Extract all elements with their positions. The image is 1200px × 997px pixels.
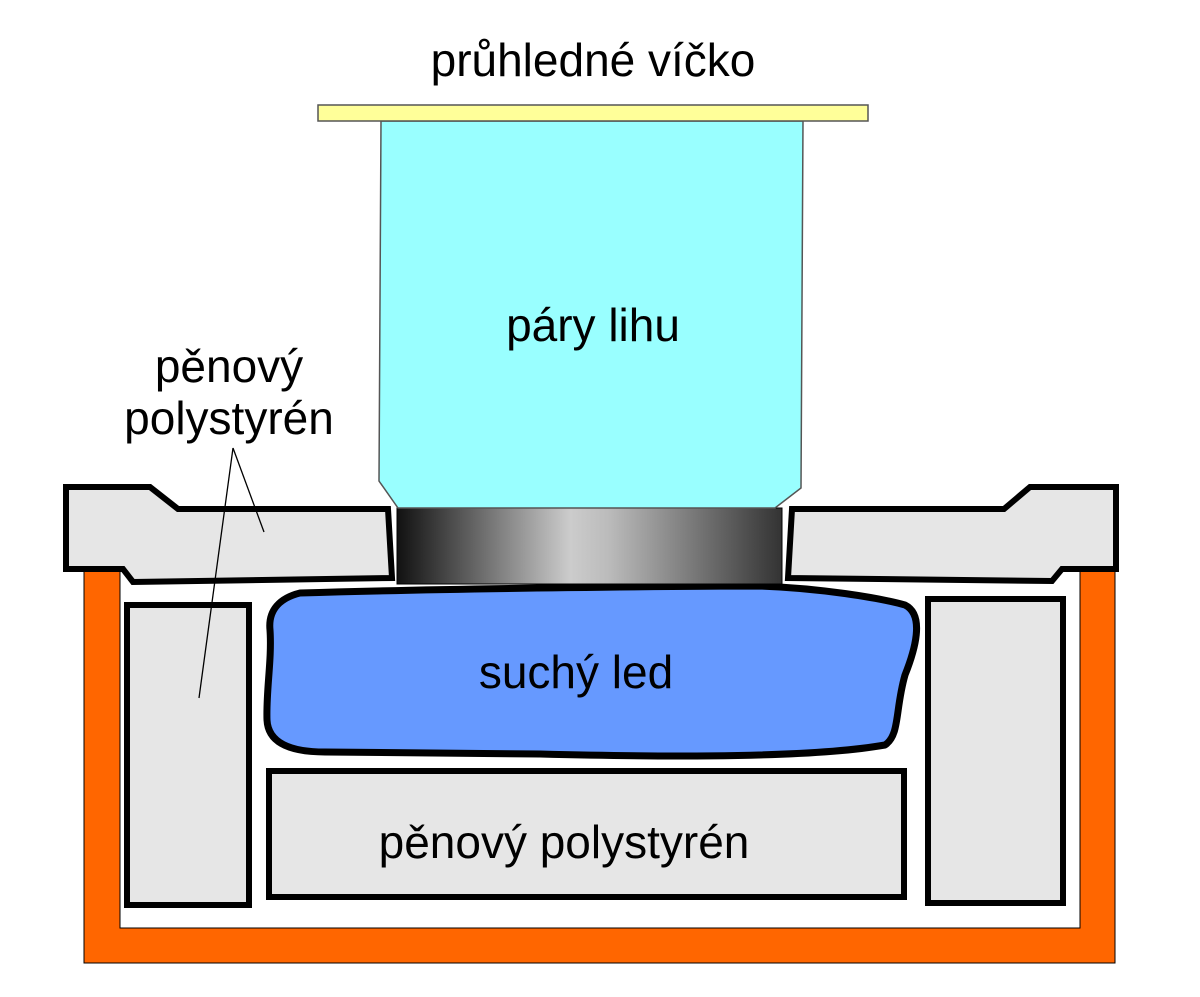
transparent-lid xyxy=(317,104,869,122)
metal-plate xyxy=(396,507,783,585)
label-lid: průhledné víčko xyxy=(431,34,756,86)
side-foam-block-right xyxy=(925,596,1066,906)
leader-line-top-slab xyxy=(232,447,265,533)
label-foam-side-line: pěnový xyxy=(155,340,303,392)
label-dry-ice: suchý led xyxy=(479,646,673,698)
label-foam-bottom: pěnový polystyrén xyxy=(379,816,750,868)
label-vapor: páry lihu xyxy=(506,299,680,351)
label-foam-side-line: polystyrén xyxy=(124,392,334,444)
side-foam-block-left xyxy=(124,602,252,908)
leader-line-side-block xyxy=(198,447,234,699)
dry-ice-block xyxy=(263,582,921,760)
top-foam-slab-right xyxy=(784,484,1119,585)
top-foam-slab-left xyxy=(63,484,396,586)
bottom-foam-block xyxy=(266,768,907,900)
